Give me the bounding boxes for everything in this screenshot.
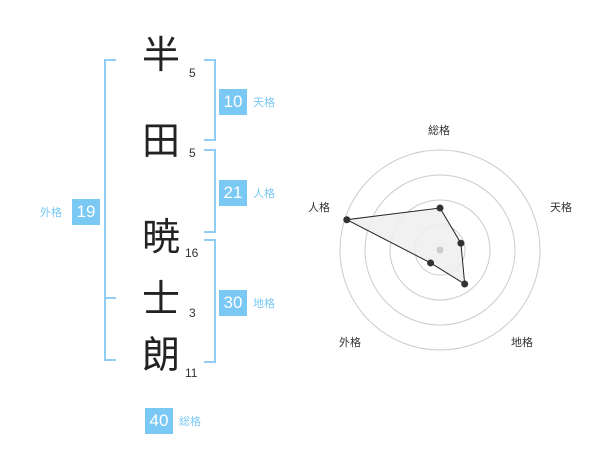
radar-ring-2 bbox=[389, 199, 491, 301]
name-char-1: 半 bbox=[141, 33, 180, 77]
name-char-3: 暁 bbox=[141, 215, 180, 259]
radar-point-chikaku bbox=[461, 280, 469, 288]
radar-label-tenkaku: 天格 bbox=[550, 201, 572, 214]
gaikaku-badge: 19 bbox=[72, 199, 100, 225]
chikaku-bracket bbox=[204, 239, 216, 363]
name-char-5: 朗 bbox=[141, 333, 180, 377]
tenkaku-label: 天格 bbox=[253, 96, 275, 109]
soukaku-label: 総格 bbox=[179, 415, 201, 428]
stroke-count-2: 5 bbox=[189, 146, 196, 160]
gaikaku-bracket bbox=[104, 59, 116, 361]
name-char-2: 田 bbox=[141, 119, 180, 163]
radar-label-chikaku: 地格 bbox=[511, 336, 533, 349]
stroke-count-3: 16 bbox=[185, 246, 199, 260]
jinkaku-bracket bbox=[204, 149, 216, 233]
radar-ring-3 bbox=[364, 174, 516, 326]
soukaku-badge: 40 bbox=[145, 408, 173, 434]
radar-label-gaikaku: 外格 bbox=[339, 336, 361, 349]
radar-label-jinkaku: 人格 bbox=[308, 201, 330, 214]
radar-point-gaikaku bbox=[427, 259, 435, 267]
radar-score-polygon bbox=[345, 207, 466, 285]
tenkaku-bracket bbox=[204, 59, 216, 141]
stroke-count-1: 5 bbox=[189, 66, 196, 80]
tenkaku-badge: 10 bbox=[219, 89, 247, 115]
radar-point-soukaku bbox=[436, 204, 444, 212]
radar-ring-4 bbox=[339, 149, 541, 351]
radar-point-tenkaku bbox=[457, 239, 465, 247]
jinkaku-label: 人格 bbox=[253, 187, 275, 200]
chikaku-label: 地格 bbox=[253, 297, 275, 310]
chikaku-badge: 30 bbox=[219, 290, 247, 316]
name-char-4: 士 bbox=[141, 277, 180, 321]
radar-point-jinkaku bbox=[343, 216, 351, 224]
fortune-radar-chart bbox=[339, 149, 541, 351]
stroke-count-5: 11 bbox=[185, 366, 198, 380]
gaikaku-label: 外格 bbox=[40, 206, 62, 219]
jinkaku-badge: 21 bbox=[219, 180, 247, 206]
gaikaku-bracket-tick bbox=[106, 297, 116, 299]
radar-center-point bbox=[436, 246, 444, 254]
radar-label-soukaku: 総格 bbox=[428, 124, 450, 137]
stroke-count-4: 3 bbox=[189, 306, 196, 320]
